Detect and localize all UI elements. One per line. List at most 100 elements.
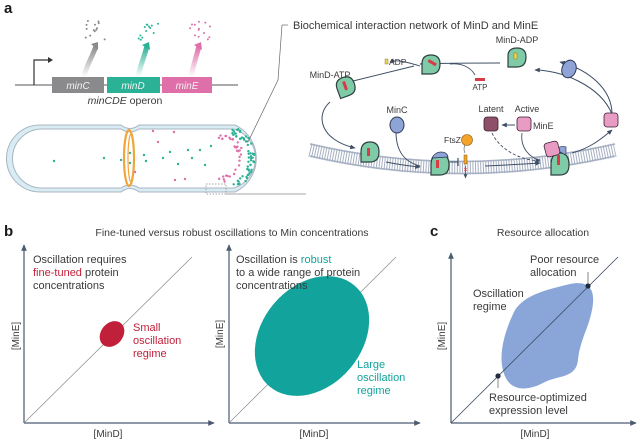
mine-dot <box>238 159 241 162</box>
mind-dot <box>247 160 250 163</box>
mine-dot <box>236 141 239 144</box>
mind-dot <box>235 135 238 138</box>
mine-dot <box>217 136 221 140</box>
protein-dot <box>93 23 96 26</box>
ftsz-filament <box>463 154 468 165</box>
network-title: Biochemical interaction network of MinD … <box>293 20 538 32</box>
mine-dot <box>231 138 234 141</box>
protein-dot <box>209 25 212 28</box>
protein-dot <box>150 24 153 27</box>
mine-dot <box>228 175 232 178</box>
mind-dot <box>240 136 244 139</box>
mind-dot <box>244 135 248 138</box>
oscillation-regime-area <box>501 283 594 389</box>
mind-dot <box>247 149 250 153</box>
mind-dot <box>233 132 237 135</box>
mind-dot <box>209 144 213 148</box>
mine-dot <box>151 129 155 133</box>
minc-protein-dots <box>84 20 106 41</box>
interaction-network: Biochemical interaction network of MinD … <box>293 20 619 179</box>
operon-caption: minCDE operon <box>88 95 163 107</box>
gene-minc-label: minC <box>66 81 90 92</box>
mind-dot <box>244 140 248 143</box>
label-ftsz: FtsZ <box>444 135 461 145</box>
mind-dot <box>249 155 253 158</box>
mine-dot <box>217 177 221 181</box>
panel-a-letter: a <box>4 0 13 17</box>
mine-dot <box>156 140 160 144</box>
arrow-to-complex <box>385 161 421 169</box>
mine-dot <box>232 172 236 176</box>
mine-dot <box>222 178 226 181</box>
label-mind-atp: MinD-ATP <box>310 70 351 80</box>
y-axis-label: [MinE] <box>11 322 22 351</box>
mind-dot <box>250 142 253 145</box>
mind-dot <box>247 152 250 155</box>
mind-dot <box>128 161 132 165</box>
mind-dot <box>249 156 253 160</box>
mind-dot <box>238 137 242 141</box>
mind-dot <box>198 148 202 152</box>
mind-dot <box>102 156 106 160</box>
dividing-cell <box>6 24 306 195</box>
arrow-adp-release <box>389 58 421 67</box>
mind-dot <box>232 133 235 137</box>
label-active: Active <box>515 104 540 114</box>
mind-dot <box>144 159 148 163</box>
poor-allocation-point <box>585 283 591 289</box>
adp-released-icon <box>384 58 389 65</box>
gene-mind-label: minD <box>121 81 144 92</box>
mine-dot <box>173 178 177 182</box>
protein-dot <box>137 37 140 40</box>
mind-dot <box>246 173 249 177</box>
large-oscillation-regime <box>254 276 370 396</box>
protein-dot <box>103 38 106 41</box>
mind-dot <box>244 179 247 183</box>
gene-mind <box>107 77 160 93</box>
mine-released-protein <box>603 112 619 128</box>
mind-dot <box>203 163 207 167</box>
expression-arrow-minc <box>81 45 99 78</box>
mind-dot <box>241 175 244 178</box>
mind-dot <box>249 159 253 162</box>
mine-dot <box>224 134 228 138</box>
arrow-mind-binding <box>321 101 356 150</box>
mind-dot <box>232 130 236 133</box>
mine-dot <box>239 153 243 156</box>
resource-optimized-point <box>495 373 501 379</box>
cell-protein-dots <box>52 128 256 186</box>
mind-dot <box>168 150 172 154</box>
mine-dot <box>235 146 238 149</box>
y-axis-label: [MinE] <box>215 320 226 349</box>
atp-icon <box>475 78 485 81</box>
protein-dot <box>193 34 196 37</box>
mind-atp-protein <box>335 76 356 100</box>
mind-dot <box>247 136 250 140</box>
mine-dot <box>228 136 231 139</box>
mind-dot <box>246 167 249 171</box>
protein-dot <box>204 21 207 24</box>
mind-dot <box>232 183 235 186</box>
mind-dot <box>242 138 246 141</box>
mine-dot <box>234 168 237 171</box>
mind-dot <box>190 156 194 160</box>
mine-dot <box>222 175 225 178</box>
arrow-to-mind-atp <box>344 65 415 85</box>
protein-dot <box>202 31 205 34</box>
mind-dot <box>119 158 123 162</box>
arrow-to-mind-adp <box>534 67 613 115</box>
arrow-mine-release <box>571 129 613 154</box>
mine-dot <box>183 177 187 181</box>
promoter-arrow-icon <box>33 59 50 85</box>
protein-dot <box>197 35 200 38</box>
protein-dot <box>193 23 196 26</box>
mind-dot <box>249 170 253 174</box>
label-minc: MinC <box>386 105 408 115</box>
protein-dot <box>149 27 152 30</box>
mind-dot <box>239 177 242 180</box>
